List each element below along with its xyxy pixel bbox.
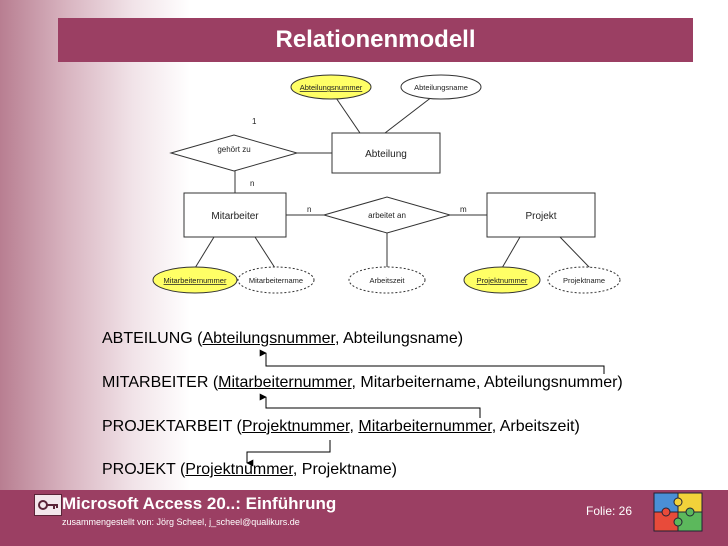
relation-projekt-rest: , Projektname) <box>292 461 397 478</box>
cardinality-mitarbeiter-gehoert: n <box>250 179 254 188</box>
relation-mitarbeiter-key: Mitarbeiternummer <box>218 374 352 391</box>
relationship-gehoert-zu <box>169 134 299 172</box>
attr-abteilungsname <box>400 74 482 100</box>
attr-projektname <box>547 266 621 294</box>
relation-mitarbeiter-name: MITARBEITER ( <box>102 374 219 391</box>
entity-projekt-label: Projekt <box>525 211 556 222</box>
entity-mitarbeiter <box>183 192 287 238</box>
attr-abteilungsnummer-label: Abteilungsnummer <box>300 83 363 92</box>
relation-abteilung-key: Abteilungsnummer <box>202 330 335 347</box>
attr-arbeitszeit-label: Arbeitszeit <box>369 276 405 285</box>
key-icon <box>34 494 62 516</box>
attr-mitarbeitername <box>237 266 315 294</box>
fk-arrow-abteilungsnummer <box>259 349 605 374</box>
fk-arrow-mitarbeiternummer <box>259 393 481 418</box>
attr-projektnummer-label: Projektnummer <box>477 276 528 285</box>
relation-projektarbeit-key2: Mitarbeiternummer <box>358 418 492 435</box>
relation-mitarbeiter-rest: , Mitarbeitername, Abteilungsnummer) <box>351 374 623 391</box>
attr-projektnummer <box>463 266 541 294</box>
relation-projektarbeit-rest: , Arbeitszeit) <box>491 418 580 435</box>
entity-abteilung-label: Abteilung <box>365 149 407 160</box>
relation-mitarbeiter: MITARBEITER (Mitarbeiternummer, Mitarbei… <box>102 374 623 392</box>
entity-mitarbeiter-label: Mitarbeiter <box>211 211 259 222</box>
relation-projektarbeit-name: PROJEKTARBEIT ( <box>102 418 242 435</box>
attr-projektname-label: Projektname <box>563 276 605 285</box>
relation-abteilung-rest: , Abteilungsname) <box>334 330 464 347</box>
attr-abteilungsname-label: Abteilungsname <box>414 83 468 92</box>
relation-abteilung-name: ABTEILUNG ( <box>102 330 203 347</box>
attr-mitarbeiternummer-label: Mitarbeiternummer <box>164 276 227 285</box>
puzzle-icon <box>653 492 703 532</box>
attr-mitarbeitername-label: Mitarbeitername <box>249 276 303 285</box>
relation-projektarbeit-sep: , <box>349 418 359 435</box>
relation-projekt-name: PROJEKT ( <box>102 461 186 478</box>
cardinality-abteilung: 1 <box>252 117 257 126</box>
relation-projekt-key: Projektnummer <box>185 461 293 478</box>
foreign-key-arrows <box>246 349 605 467</box>
entity-projekt <box>486 192 596 238</box>
footer-title: Microsoft Access 20..: Einführung <box>62 494 337 513</box>
cardinality-projekt: m <box>460 205 467 214</box>
slide-number: Folie: 26 <box>586 504 633 518</box>
attr-arbeitszeit <box>348 266 426 294</box>
title-bar <box>58 18 693 62</box>
relation-projekt: PROJEKT (Projektnummer, Projektname) <box>102 461 397 479</box>
attr-abteilungsnummer <box>290 74 372 100</box>
relationship-arbeitet-an-label: arbeitet an <box>368 211 406 220</box>
relation-projektarbeit: PROJEKTARBEIT (Projektnummer, Mitarbeite… <box>102 418 580 436</box>
footer-bar <box>0 490 728 546</box>
entity-abteilung <box>331 132 441 174</box>
slide-title: Relationenmodell <box>275 26 476 53</box>
fk-arrow-projektnummer <box>246 440 331 467</box>
footer-subtitle: zusammengestellt von: Jörg Scheel, j_sch… <box>62 517 300 527</box>
relation-projektarbeit-key1: Projektnummer <box>241 418 350 435</box>
er-diagram: Abteilung Mitarbeiter Projekt gehört zu … <box>152 74 621 294</box>
relationship-gehoert-zu-label: gehört zu <box>217 145 250 154</box>
relationship-arbeitet-an <box>322 196 452 234</box>
attr-mitarbeiternummer <box>152 266 238 294</box>
cardinality-mitarbeiter-arbeitet: n <box>307 205 311 214</box>
background-gradient <box>0 0 190 490</box>
relation-abteilung: ABTEILUNG (Abteilungsnummer, Abteilungsn… <box>102 330 463 348</box>
